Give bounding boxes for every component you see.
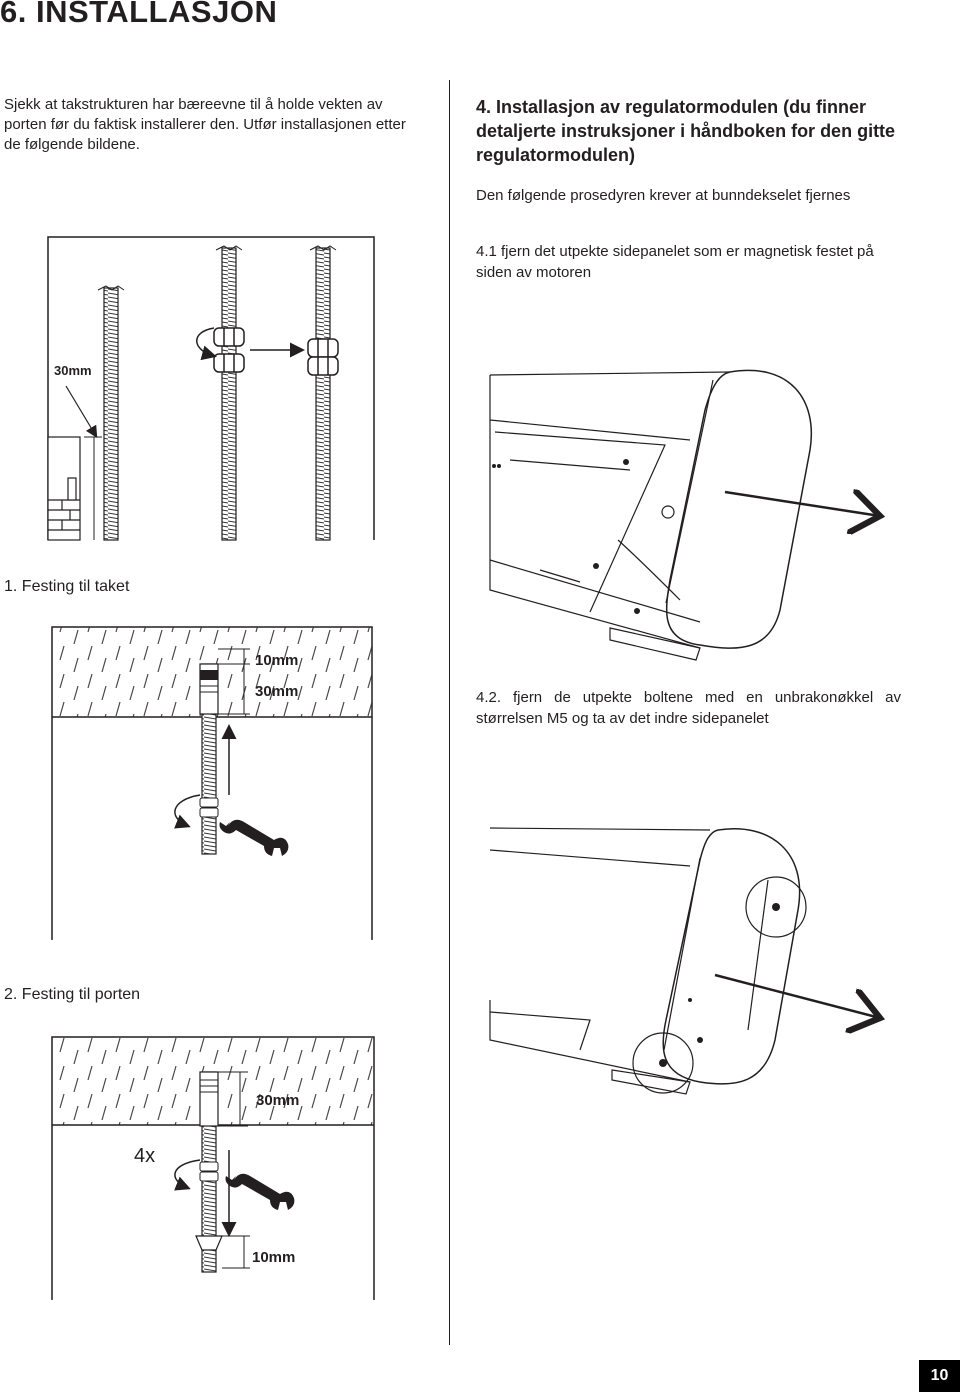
- count-label: 4x: [134, 1145, 155, 1167]
- dimension-label: 10mm: [252, 1249, 295, 1266]
- section-4-note: Den følgende prosedyren krever at bunnde…: [476, 187, 851, 204]
- arrow-icon: [724, 492, 880, 516]
- bolt-icon: [772, 903, 780, 911]
- threaded-rod: [309, 245, 337, 541]
- nut-pair-icon: [199, 797, 219, 818]
- figure-2-caption: 2. Festing til porten: [4, 986, 141, 1003]
- wrench-icon: [219, 819, 289, 856]
- nut-pair-icon: [307, 338, 339, 376]
- threaded-rod: [215, 245, 243, 541]
- rotate-arrow-icon: [174, 1159, 201, 1191]
- highlight-circle: [745, 876, 807, 938]
- side-panel: [662, 828, 801, 1085]
- side-panel: [665, 369, 812, 649]
- arrow-icon: [714, 973, 880, 1018]
- intro-paragraph: Sjekk at takstrukturen har bæreevne til …: [4, 96, 406, 153]
- step-4-1-text: 4.1 fjern det utpekte sidepanelet som er…: [476, 243, 874, 281]
- dimension-label: 30mm: [54, 363, 92, 378]
- nut-pair-icon: [199, 1161, 219, 1182]
- dimension-label: 30mm: [256, 1092, 299, 1109]
- figure-1-caption: 1. Festing til taket: [4, 578, 130, 595]
- figure-1-frame: [47, 236, 375, 540]
- column-divider: [449, 80, 450, 1345]
- wrench-icon: [225, 1173, 295, 1210]
- bolt-icon: [659, 1059, 667, 1067]
- dimension-label: 30mm: [255, 683, 298, 700]
- page-number-badge: 10: [919, 1360, 960, 1392]
- page-number: 10: [930, 1367, 949, 1384]
- threaded-rod: [97, 285, 125, 541]
- highlight-circle: [632, 1032, 694, 1094]
- step-4-2-text: 4.2. fjern de utpekte boltene med en unb…: [476, 689, 901, 727]
- nut-pair-icon: [213, 327, 245, 373]
- rotate-arrow-icon: [174, 794, 201, 829]
- page-title: 6. INSTALLASJON: [0, 0, 278, 29]
- rotate-arrow-icon: [196, 327, 217, 361]
- dimension-label: 10mm: [255, 652, 298, 669]
- anchor-block: [47, 436, 81, 541]
- section-4-heading: 4. Installasjon av regulatormodulen (du …: [476, 97, 896, 165]
- bolt-head-icon: [195, 1235, 223, 1251]
